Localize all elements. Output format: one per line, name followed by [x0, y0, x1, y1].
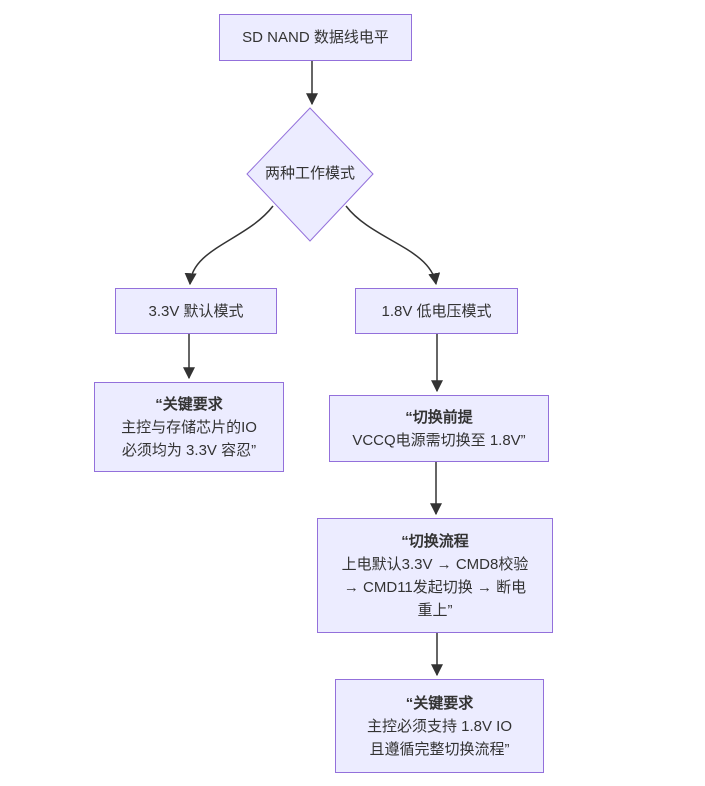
node-3v3-key-requirement: “关键要求 主控与存储芯片的IO 必须均为 3.3V 容忍” [94, 382, 284, 472]
node-line: 主控与存储芯片的IO [121, 418, 257, 436]
edge-decision-to-3v3 [184, 205, 274, 286]
node-3v3-default-mode: 3.3V 默认模式 [115, 288, 277, 334]
node-label: 1.8V 低电压模式 [381, 302, 492, 320]
node-line: 主控必须支持 1.8V IO [366, 717, 513, 735]
node-title: “切换前提 [405, 408, 473, 426]
node-sd-nand-data-line-level: SD NAND 数据线电平 [219, 14, 412, 61]
node-title: “关键要求 [155, 395, 223, 413]
node-label: 3.3V 默认模式 [148, 302, 244, 320]
node-line: VCCQ电源需切换至 1.8V” [352, 431, 526, 449]
edge-decision-to-1v8 [345, 205, 441, 286]
decision-diamond-shape [246, 107, 374, 242]
node-1v8-switch-precondition: “切换前提 VCCQ电源需切换至 1.8V” [329, 395, 549, 462]
node-1v8-switch-procedure: “切换流程 上电默认3.3V → CMD8校验 → CMD11发起切换 → 断电… [317, 518, 553, 633]
node-line: 重上” [417, 601, 453, 619]
node-title: “关键要求 [405, 694, 474, 712]
node-title: “切换流程 [401, 532, 469, 550]
node-1v8-key-requirement: “关键要求 主控必须支持 1.8V IO 且遵循完整切换流程” [335, 679, 544, 773]
node-line: 上电默认3.3V → CMD8校验 [341, 555, 529, 573]
node-line: 且遵循完整切换流程” [369, 740, 510, 758]
node-label: SD NAND 数据线电平 [242, 29, 389, 46]
node-line: 必须均为 3.3V 容忍” [121, 441, 257, 459]
node-1v8-low-voltage-mode: 1.8V 低电压模式 [355, 288, 518, 334]
node-label: 两种工作模式 [264, 165, 355, 182]
node-decision-two-modes-label: 两种工作模式 [250, 164, 370, 184]
node-line: → CMD11发起切换 → 断电 [343, 578, 527, 596]
